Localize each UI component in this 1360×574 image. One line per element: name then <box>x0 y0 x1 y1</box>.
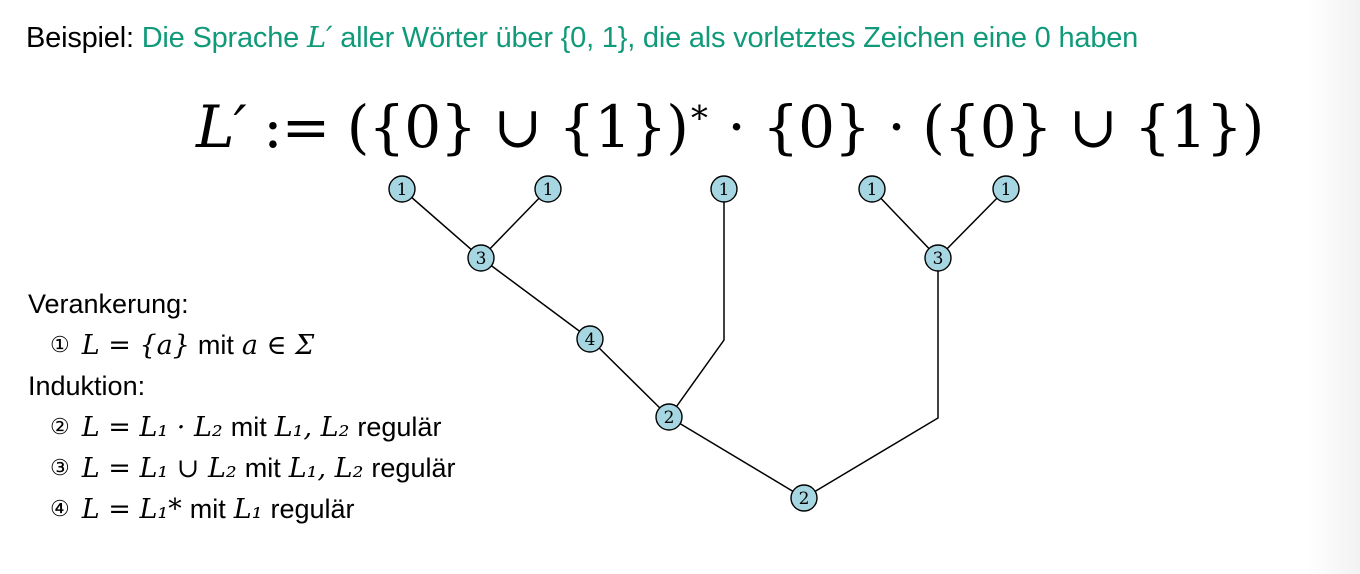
tree-node-circle <box>790 484 818 512</box>
tree-edge <box>668 416 805 499</box>
tree-node: 3 <box>467 244 495 272</box>
tree-node-circle <box>388 175 416 203</box>
rule-marker: ② <box>50 415 70 440</box>
rule-cond: L₁ <box>233 494 263 525</box>
tree-node-label: 2 <box>799 489 810 509</box>
tree-node-circle <box>710 175 738 203</box>
tree-node: 4 <box>576 325 604 353</box>
tree-node: 2 <box>790 484 818 512</box>
title-math: L′ <box>306 20 333 54</box>
rule-expr: L = L₁ ∪ L₂ <box>81 453 237 484</box>
tree-node-circle <box>655 403 683 431</box>
tree-edge <box>589 338 670 418</box>
tree-node-label: 1 <box>1001 180 1012 200</box>
tree-edge <box>937 188 1007 259</box>
tree-node-label: 2 <box>664 408 675 428</box>
formula-part2: · {0} · ({0} ∪ {1}) <box>709 93 1264 161</box>
rule-word: mit <box>244 453 281 483</box>
tree-node-circle <box>576 325 604 353</box>
rule-word: mit <box>230 412 267 442</box>
tree-node: 3 <box>924 244 952 272</box>
rule-cond: a ∈ Σ <box>241 330 315 361</box>
rule-word: mit <box>197 330 234 360</box>
tree-edge <box>480 188 549 259</box>
tree-node: 1 <box>388 175 416 203</box>
rule-expr: L = {a} <box>81 330 190 361</box>
rule-marker: ④ <box>50 497 70 522</box>
tree-node-label: 3 <box>933 249 944 269</box>
title-pre: Die Sprache <box>141 22 300 54</box>
rule-cond: L₁, L₂ <box>274 412 350 443</box>
tree-node-label: 1 <box>867 180 878 200</box>
tree-node-circle <box>467 244 495 272</box>
slide-title: Beispiel: Die Sprache L′ aller Wörter üb… <box>26 20 1138 55</box>
rule-word: mit <box>189 494 226 524</box>
tree-node-label: 3 <box>476 249 487 269</box>
tree-node-label: 1 <box>397 180 408 200</box>
formula: L′ := ({0} ∪ {1})∗ · {0} · ({0} ∪ {1}) <box>196 92 1264 161</box>
anchor-heading: Verankerung: <box>28 289 189 319</box>
legend-rule-1: ① L = {a} mit a ∈ Σ <box>28 325 455 366</box>
tree-node-circle <box>858 175 886 203</box>
rule-tail: regulär <box>270 494 355 524</box>
tree-edge <box>668 189 725 418</box>
tree-edge <box>401 188 482 259</box>
tree-node-circle <box>534 175 562 203</box>
tree-edge <box>803 258 939 499</box>
formula-part1: ({0} ∪ {1}) <box>346 93 689 161</box>
induction-heading: Induktion: <box>28 371 146 401</box>
title-lead: Beispiel: <box>26 22 134 54</box>
legend: Verankerung: ① L = {a} mit a ∈ Σ Indukti… <box>28 284 455 530</box>
legend-rule-3: ③ L = L₁ ∪ L₂ mit L₁, L₂ regulär <box>28 448 455 489</box>
rule-tail: regulär <box>371 453 456 483</box>
tree-node-circle <box>924 244 952 272</box>
tree-node-label: 4 <box>585 330 596 350</box>
tree-node: 1 <box>710 175 738 203</box>
tree-node: 2 <box>655 403 683 431</box>
formula-star: ∗ <box>687 92 711 132</box>
tree-edge <box>480 257 591 340</box>
legend-rule-2: ② L = L₁ · L₂ mit L₁, L₂ regulär <box>28 407 455 448</box>
rule-marker: ① <box>50 333 70 358</box>
rule-expr: L = L₁* <box>81 494 182 525</box>
tree-node-circle <box>992 175 1020 203</box>
tree-node: 1 <box>858 175 886 203</box>
tree-edge <box>871 188 939 259</box>
tree-node-label: 1 <box>543 180 554 200</box>
rule-tail: regulär <box>357 412 442 442</box>
legend-rule-4: ④ L = L₁* mit L₁ regulär <box>28 489 455 530</box>
rule-cond: L₁, L₂ <box>288 453 364 484</box>
formula-lhs: L′ <box>196 93 247 161</box>
tree-node: 1 <box>534 175 562 203</box>
rule-expr: L = L₁ · L₂ <box>81 412 223 443</box>
tree-node: 1 <box>992 175 1020 203</box>
title-post: aller Wörter über {0, 1}, die als vorlet… <box>340 22 1139 54</box>
formula-op: := <box>245 93 347 161</box>
tree-node-label: 1 <box>719 180 730 200</box>
rule-marker: ③ <box>50 456 70 481</box>
